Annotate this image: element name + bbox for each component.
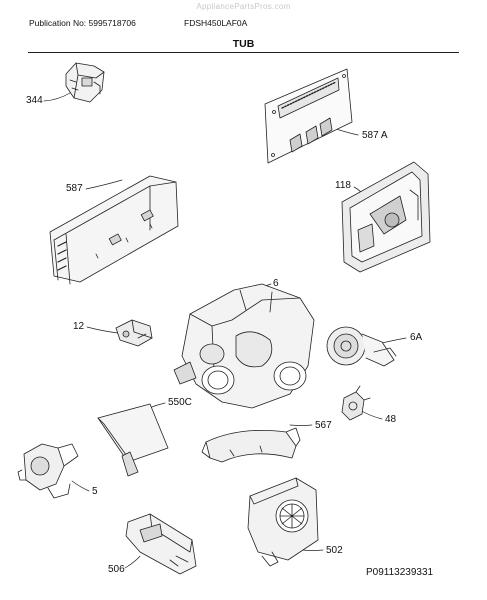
model-number: FDSH450LAF0A (184, 18, 248, 28)
callout-6: 6 (273, 278, 279, 289)
part-502-blower (247, 477, 319, 567)
part-6-sump (173, 283, 315, 409)
watermark: AppliancePartsPros.com (196, 2, 291, 11)
callout-48: 48 (385, 414, 397, 425)
part-5-valve (17, 443, 79, 499)
header-rule (28, 52, 459, 53)
part-587a-board (264, 68, 353, 164)
part-567-clamp (201, 427, 301, 463)
callout-12: 12 (73, 321, 85, 332)
part-344-bracket (65, 62, 105, 103)
callout-506: 506 (108, 564, 125, 575)
callout-344: 344 (26, 95, 43, 106)
callout-550c: 550C (168, 397, 192, 408)
part-550c-cover (97, 403, 169, 477)
callout-5: 5 (92, 486, 98, 497)
part-506-bracket (125, 513, 197, 575)
callout-502: 502 (326, 545, 343, 556)
callout-118: 118 (335, 180, 351, 191)
callout-587: 587 (66, 183, 83, 194)
part-118-dispenser (341, 161, 431, 273)
callout-587a: 587 A (362, 130, 388, 141)
part-12-sensor (115, 319, 153, 347)
section-title: TUB (232, 38, 255, 50)
callout-567: 567 (315, 420, 332, 431)
part-48-sensor (341, 385, 371, 421)
drawing-id: P09113239331 (366, 567, 434, 578)
part-6a-pump (326, 326, 397, 367)
callout-6a: 6A (410, 332, 423, 343)
part-587-module (49, 175, 179, 285)
publication-number: Publication No: 5995718706 (29, 18, 136, 28)
